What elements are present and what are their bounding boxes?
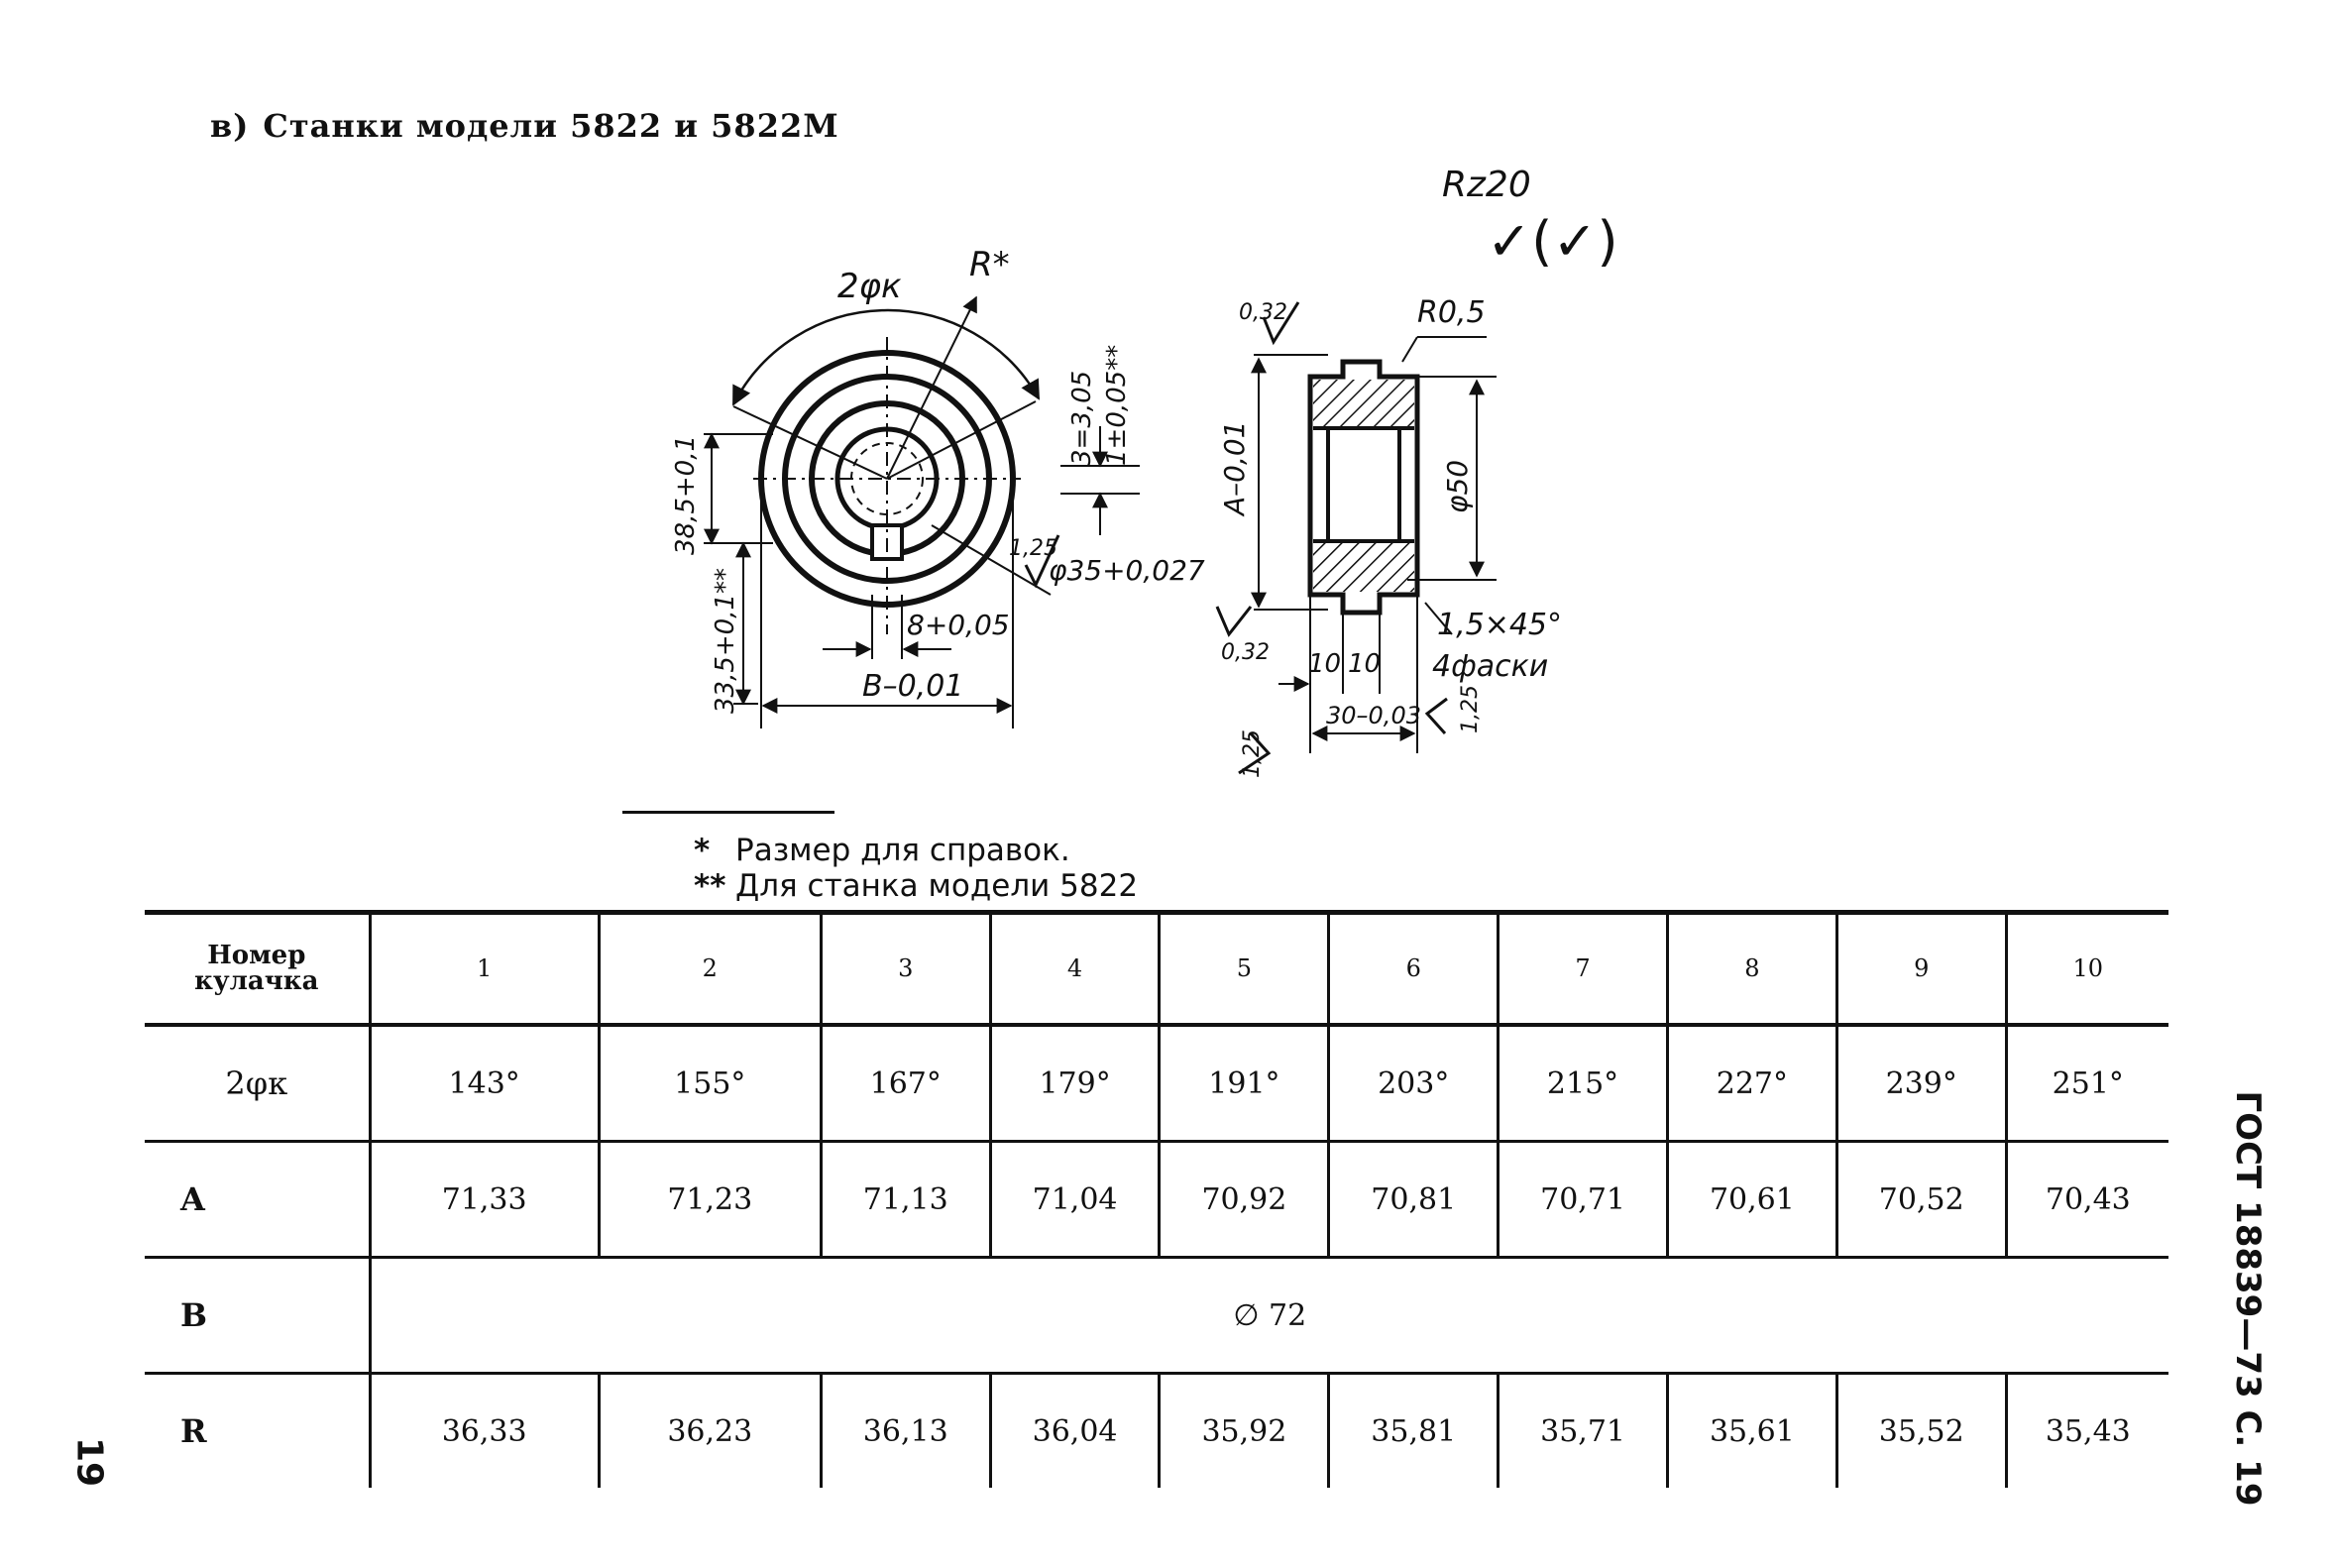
table-row-r: R 36,33 36,23 36,13 36,04 35,92 35,81 35… (145, 1373, 2168, 1488)
chamfer-note: 4фаски (1432, 649, 1548, 684)
section-heading: в) Станки модели 5822 и 5822М (210, 107, 839, 145)
cam-number: 6 (1327, 914, 1499, 1027)
table-cell: 239° (1834, 1025, 2007, 1143)
radius-label: R* (969, 245, 1010, 284)
roughness-bottom: 0,32 (1221, 640, 1270, 665)
table-cell: 71,13 (819, 1141, 991, 1259)
step-b-dim: 10 (1348, 649, 1381, 679)
offset-dim: 33,5+0,1** (711, 568, 740, 714)
standard-side-label-text: ГОСТ 18839—73 С. 19 (2228, 1090, 2268, 1507)
footnote-2-mark: ** (694, 868, 726, 904)
table-cell: 251° (2004, 1025, 2168, 1143)
technical-drawings: Rz20 ✓(✓) 2φк R* 3 (671, 165, 1618, 778)
a-dim: A–0,01 (1218, 421, 1251, 518)
page-number: 19 (68, 1427, 110, 1497)
cam-number: 1 (368, 914, 600, 1027)
standard-side-label: ГОСТ 18839—73 С. 19 (2228, 1090, 2268, 1506)
table-cell: 36,04 (988, 1373, 1160, 1488)
bore-roughness: 1,25 (1009, 536, 1057, 561)
roughness-right: 1,25 (1458, 685, 1483, 733)
footnote-2: **Для станка модели 5822 (694, 868, 1138, 904)
table-cell-merged: ∅ 72 (368, 1257, 2168, 1375)
table-cell: 70,52 (1834, 1141, 2007, 1259)
step-a-dim: 10 (1308, 649, 1341, 679)
height-dim: 38,5+0,1 (671, 435, 701, 555)
section-heading-text: Станки модели 5822 и 5822М (263, 107, 839, 145)
page-number-text: 19 (68, 1436, 110, 1488)
cam-side-view (1215, 301, 1497, 775)
fillet-label: R0,5 (1417, 295, 1486, 330)
angle-label: 2φк (837, 267, 902, 306)
table-top-rule (145, 910, 2168, 915)
table-row-b: B ∅ 72 (145, 1257, 2168, 1375)
cam-parameters-table: Номер кулачка 1 2 3 4 5 6 7 8 9 10 2φк 1… (145, 914, 2168, 1488)
cam-front-labels: 2φк R* 38,5+0,1 33,5+0,1** 3=3,05 1±0,05… (671, 245, 1205, 714)
table-cell: 179° (988, 1025, 1160, 1143)
side-width-dim: 30–0,03 (1326, 702, 1421, 729)
table-cell: 36,33 (368, 1373, 600, 1488)
row-label: B (145, 1257, 371, 1375)
section-heading-label: в) (210, 107, 250, 145)
table-cell: 143° (368, 1025, 600, 1143)
table-cell: 167° (819, 1025, 991, 1143)
cam-number: 5 (1158, 914, 1329, 1027)
table-cell: 35,71 (1497, 1373, 1668, 1488)
table-cell: 35,43 (2004, 1373, 2168, 1488)
table-cell: 36,13 (819, 1373, 991, 1488)
table-cell: 70,43 (2004, 1141, 2168, 1259)
table-cell: 71,04 (988, 1141, 1160, 1259)
slot-depth-dim: 3=3,05 (1067, 371, 1097, 466)
table-cell: 71,33 (368, 1141, 600, 1259)
table-cell: 155° (597, 1025, 822, 1143)
slot-width-dim: 1±0,05** (1102, 345, 1132, 466)
width-dim: B–0,01 (862, 669, 963, 704)
table-cell: 70,92 (1158, 1141, 1329, 1259)
roughness-left: 1,25 (1240, 729, 1265, 778)
footnotes: * Размер для справок. **Для станка модели… (694, 833, 1138, 904)
table-cell: 35,81 (1327, 1373, 1499, 1488)
table-cell: 191° (1158, 1025, 1329, 1143)
table-cell: 70,61 (1665, 1141, 1837, 1259)
table-cell: 70,81 (1327, 1141, 1499, 1259)
table-cell: 70,71 (1497, 1141, 1668, 1259)
cam-number: 2 (597, 914, 822, 1027)
cam-front-view (704, 295, 1140, 728)
footnote-2-text: Для станка модели 5822 (735, 868, 1139, 904)
row-label: R (180, 1412, 207, 1450)
cam-number: 10 (2004, 914, 2168, 1027)
table-cell: 35,61 (1665, 1373, 1837, 1488)
footnote-rule (622, 811, 834, 814)
table-cell: 71,23 (597, 1141, 822, 1259)
keyway-dim: 8+0,05 (907, 609, 1010, 641)
roughness-check-symbol: ✓(✓) (1487, 210, 1618, 273)
table-cell: 215° (1497, 1025, 1668, 1143)
footnote-1-mark: * (694, 833, 711, 868)
header-label: Номер кулачка (145, 914, 371, 1027)
table-cell: 203° (1327, 1025, 1499, 1143)
table-row-angle: 2φк 143° 155° 167° 179° 191° 203° 215° 2… (145, 1025, 2168, 1143)
footnote-1: * Размер для справок. (694, 833, 1138, 868)
table-cell: 35,52 (1834, 1373, 2007, 1488)
bore-dim: φ35+0,027 (1049, 554, 1205, 587)
cam-number: 9 (1834, 914, 2007, 1027)
cam-number: 7 (1497, 914, 1668, 1027)
cam-number: 3 (819, 914, 991, 1027)
chamfer-label: 1,5×45° (1437, 608, 1562, 642)
roughness-rz-label: Rz20 (1442, 165, 1531, 205)
table-cell: 36,23 (597, 1373, 822, 1488)
diam-dim: φ50 (1441, 460, 1474, 513)
cam-side-labels: 0,32 R0,5 A–0,01 φ50 0,32 1,5×45° 4фаски… (1218, 295, 1562, 778)
table-cell: 227° (1665, 1025, 1837, 1143)
roughness-top: 0,32 (1239, 300, 1287, 325)
general-roughness-symbol: Rz20 ✓(✓) (1442, 165, 1618, 273)
row-label: 2φк (145, 1025, 371, 1143)
cam-number: 8 (1665, 914, 1837, 1027)
footnote-1-text: Размер для справок. (735, 833, 1070, 868)
table-row-a: A 71,33 71,23 71,13 71,04 70,92 70,81 70… (145, 1141, 2168, 1259)
table-cell: 35,92 (1158, 1373, 1329, 1488)
row-label: A (145, 1141, 371, 1259)
cam-number: 4 (988, 914, 1160, 1027)
table-header-row: Номер кулачка 1 2 3 4 5 6 7 8 9 10 (145, 914, 2168, 1027)
